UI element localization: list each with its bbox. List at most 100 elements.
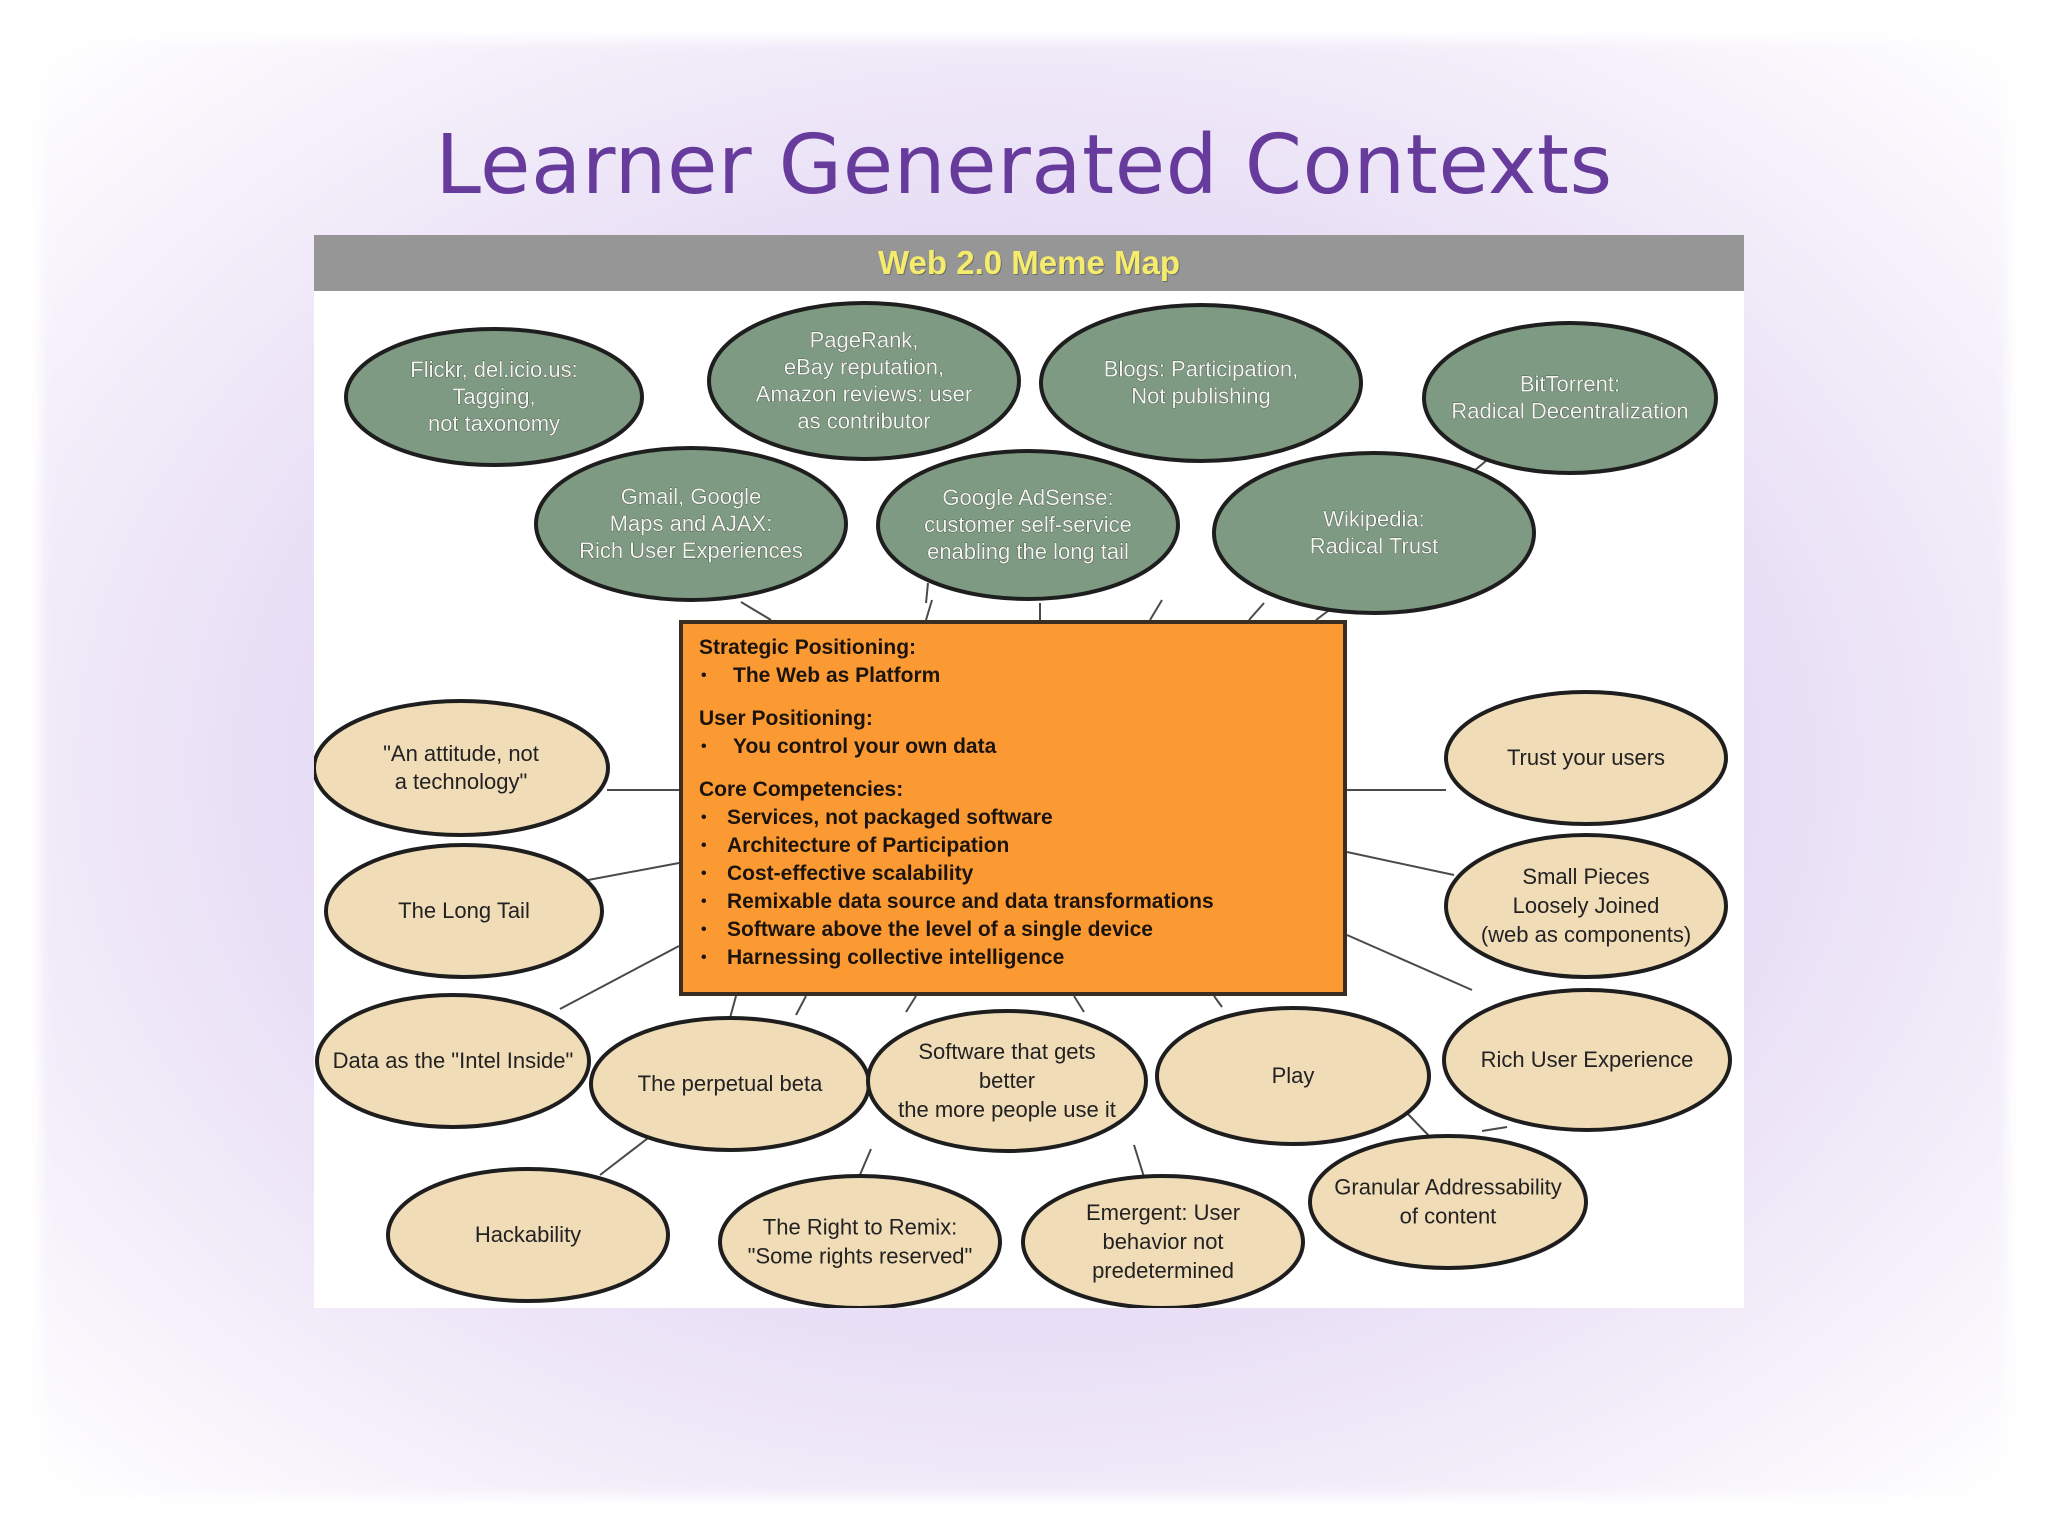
- center-section-heading: Strategic Positioning:: [699, 636, 917, 659]
- node-ellipse: [876, 449, 1180, 601]
- node-ellipse: [1039, 303, 1363, 463]
- node-label: (web as components): [1481, 922, 1691, 947]
- node-label: The Long Tail: [398, 898, 530, 923]
- node-label: enabling the long tail: [927, 539, 1129, 564]
- slide-title: Learner Generated Contexts: [435, 118, 1613, 213]
- node-label: behavior not: [1102, 1229, 1223, 1254]
- connector-line: [599, 1134, 653, 1176]
- node-blogs: Blogs: Participation,Not publishing: [1039, 303, 1363, 463]
- node-label: Tagging,: [452, 384, 535, 409]
- connector-line: [587, 862, 680, 881]
- node-label: the more people use it: [898, 1097, 1116, 1122]
- node-label: Amazon reviews: user: [756, 382, 972, 407]
- connector-line: [1073, 995, 1085, 1013]
- meme-map-diagram: Flickr, del.icio.us:Tagging,not taxonomy…: [314, 301, 1732, 1308]
- center-section-heading: User Positioning:: [699, 707, 873, 730]
- node-label: Loosely Joined: [1513, 893, 1660, 918]
- node-label: predetermined: [1092, 1258, 1234, 1283]
- center-list-item: Architecture of Participation: [699, 832, 1327, 860]
- node-adsense: Google AdSense:customer self-serviceenab…: [876, 449, 1180, 601]
- center-box: Strategic Positioning: The Web as Platfor…: [679, 620, 1347, 996]
- center-section-heading: Core Competencies:: [699, 778, 904, 801]
- connector-line: [858, 1148, 872, 1178]
- connector-line: [1248, 602, 1265, 621]
- connector-line: [559, 945, 680, 1010]
- node-bittorrent: BitTorrent:Radical Decentralization: [1422, 321, 1718, 475]
- node-label: customer self-service: [924, 512, 1132, 537]
- center-list-item: Cost-effective scalability: [699, 860, 1327, 888]
- node-label: Not publishing: [1131, 384, 1270, 409]
- center-list-item: Harnessing collective intelligence: [699, 944, 1327, 972]
- connector-line: [1346, 851, 1455, 876]
- node-label: a technology": [395, 769, 528, 794]
- connector-line: [1406, 1112, 1432, 1139]
- node-label: Data as the "Intel Inside": [333, 1048, 574, 1073]
- node-ellipse: [718, 1174, 1002, 1308]
- center-section-list: You control your own data: [699, 733, 1327, 761]
- node-longtail: The Long Tail: [324, 843, 604, 979]
- node-ellipse: [866, 1009, 1148, 1153]
- node-ellipse: [1442, 988, 1732, 1132]
- node-label: not taxonomy: [428, 411, 560, 436]
- node-ellipse: [315, 993, 591, 1129]
- node-label: Software that gets: [918, 1039, 1095, 1064]
- node-label: Granular Addressability: [1334, 1175, 1561, 1200]
- node-granular: Granular Addressability of content: [1308, 1134, 1588, 1270]
- node-ellipse: [1021, 1174, 1305, 1308]
- node-label: PageRank,: [810, 328, 919, 353]
- node-label: Gmail, Google: [621, 484, 762, 509]
- connector-line: [729, 995, 737, 1019]
- node-label: Radical Decentralization: [1451, 399, 1688, 424]
- node-ellipse: [324, 843, 604, 979]
- node-label: The perpetual beta: [638, 1071, 823, 1096]
- node-intel: Data as the "Intel Inside": [315, 993, 591, 1129]
- connector-line: [740, 601, 772, 621]
- node-richux: Rich User Experience: [1442, 988, 1732, 1132]
- node-ellipse: [1155, 1006, 1431, 1146]
- node-ellipse: [1422, 321, 1718, 475]
- node-hackability: Hackability: [386, 1167, 670, 1303]
- center-list-item: The Web as Platform: [699, 662, 1327, 690]
- connector-line: [1213, 995, 1223, 1008]
- connector-line: [1149, 599, 1163, 621]
- node-trust: Trust your users: [1444, 690, 1728, 826]
- node-label: Play: [1272, 1063, 1315, 1088]
- node-label: as contributor: [797, 409, 930, 434]
- node-emergent: Emergent: User behavior not predetermined: [1021, 1174, 1305, 1308]
- node-label: Blogs: Participation,: [1104, 357, 1298, 382]
- node-ellipse: [1308, 1134, 1588, 1270]
- node-label: Rich User Experience: [1481, 1047, 1694, 1072]
- connector-line: [1481, 1126, 1508, 1132]
- node-label: of content: [1400, 1204, 1497, 1229]
- node-label: Hackability: [475, 1222, 581, 1247]
- node-ellipse: [386, 1167, 670, 1303]
- node-label: eBay reputation,: [784, 355, 944, 380]
- center-section-list: The Web as Platform: [699, 662, 1327, 690]
- node-label: Emergent: User: [1086, 1200, 1240, 1225]
- node-wikipedia: Wikipedia:Radical Trust: [1212, 451, 1536, 615]
- connector-line: [905, 995, 917, 1013]
- node-beta: The perpetual beta: [589, 1016, 871, 1152]
- center-list-item: Remixable data source and data transform…: [699, 888, 1327, 916]
- node-label: Wikipedia:: [1323, 507, 1424, 532]
- node-ellipse: [534, 446, 848, 602]
- node-ellipse: [344, 327, 644, 467]
- node-label: Google AdSense:: [942, 485, 1113, 510]
- center-list-item: You control your own data: [699, 733, 1327, 761]
- node-ellipse: [314, 699, 610, 837]
- node-label: Trust your users: [1507, 745, 1665, 770]
- connector-line: [1133, 1144, 1145, 1178]
- connector-line: [795, 995, 807, 1016]
- node-ellipse: [1212, 451, 1536, 615]
- node-remix: The Right to Remix:"Some rights reserved…: [718, 1174, 1002, 1308]
- node-ellipse: [1444, 690, 1728, 826]
- connector-line: [925, 582, 929, 604]
- node-ellipse: [1444, 833, 1728, 979]
- node-label: Flickr, del.icio.us:: [410, 357, 578, 382]
- node-label: Maps and AJAX:: [610, 511, 773, 536]
- node-label: "Some rights reserved": [748, 1244, 973, 1269]
